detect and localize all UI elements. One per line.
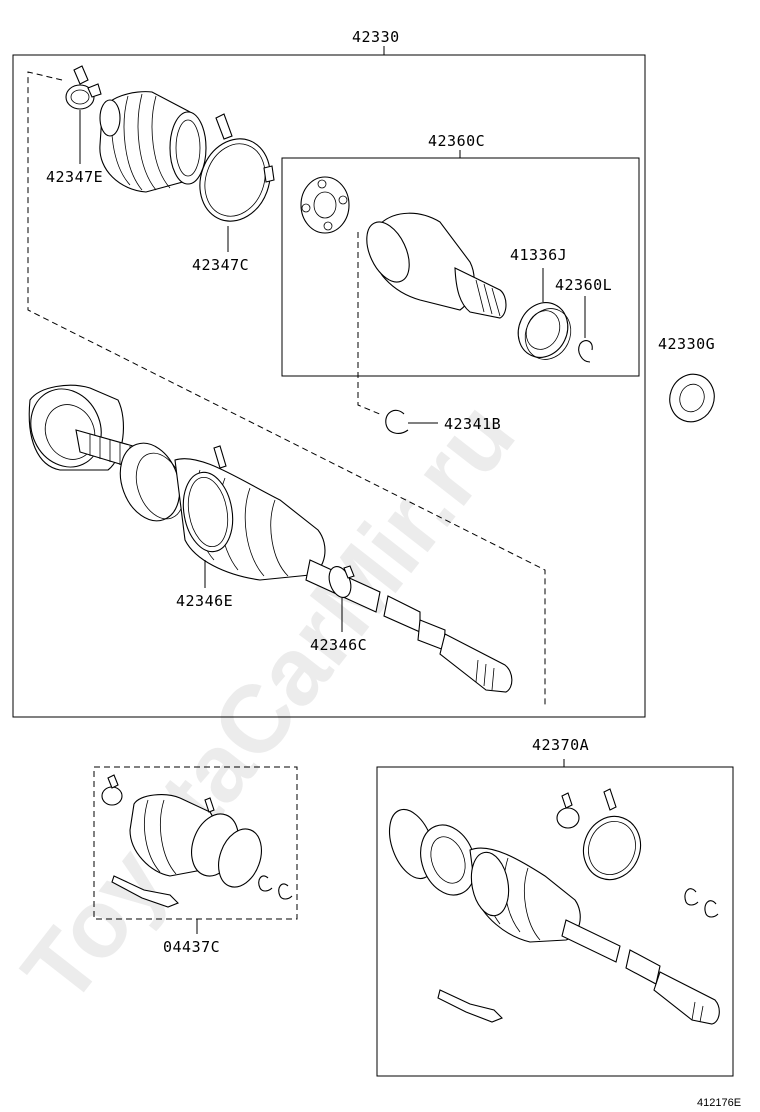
snap-ring-inner-part (578, 340, 593, 363)
label-04437C: 04437C (163, 938, 220, 956)
label-42346C: 42346C (310, 636, 367, 654)
label-42341B: 42341B (444, 415, 501, 433)
reference-code: 412176E (697, 1097, 741, 1109)
drive-shaft-part (28, 384, 513, 693)
outer-joint-kit-frame: 42370A (376, 736, 734, 1077)
label-42360C: 42360C (428, 132, 485, 150)
boot-kit-frame: 04437C (93, 766, 298, 956)
outer-race-part (366, 212, 507, 319)
snap-ring-part (385, 409, 409, 434)
small-clamp-part (65, 65, 102, 110)
cage-part (300, 176, 350, 234)
label-42330: 42330 (352, 28, 400, 46)
outer-seal-part (669, 373, 715, 423)
label-42346E: 42346E (176, 592, 233, 610)
large-clamp-part (199, 113, 275, 222)
outer-joint-kit-parts (388, 788, 720, 1025)
label-42360L: 42360L (555, 276, 612, 294)
assembly-frame: 42330 (12, 28, 646, 718)
label-42370A: 42370A (532, 736, 589, 754)
bearing-part (517, 302, 572, 360)
boot-kit-parts (101, 774, 293, 908)
boot-part (99, 91, 207, 193)
label-42347C: 42347C (192, 256, 249, 274)
label-41336J: 41336J (510, 246, 567, 264)
assembly-dashed-outline (27, 71, 546, 705)
label-42330G: 42330G (658, 335, 715, 353)
inner-joint-kit-frame: 42360C (281, 132, 640, 377)
watermark: ToyotaCarMir.ru (2, 383, 535, 1023)
label-42347E: 42347E (46, 168, 103, 186)
